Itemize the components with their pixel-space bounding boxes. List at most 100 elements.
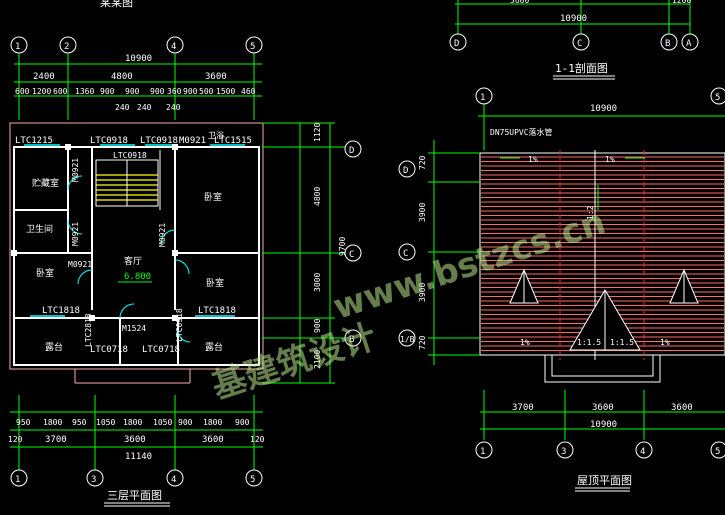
dim-text: 3700 — [45, 435, 67, 445]
axis-label: 5 — [715, 93, 720, 103]
dim-text: 10900 — [590, 104, 617, 114]
axis-label: 1 — [480, 93, 485, 103]
dim-text: 2400 — [33, 72, 55, 82]
axis-label: 5 — [715, 447, 720, 457]
window-label: LTC1515 — [214, 136, 252, 146]
axis-label: D — [403, 166, 408, 176]
axis-label: 4 — [171, 475, 176, 485]
roof-title: 屋顶平面图 — [577, 474, 632, 487]
dim-text: 3600 — [510, 0, 529, 5]
window-label: LTC0918 — [113, 151, 147, 160]
dim-text: 1360 — [75, 87, 94, 96]
plan-top-title: 某某图 — [100, 0, 133, 9]
slope-label: 1% — [528, 155, 538, 164]
dim-text: 1800 — [123, 418, 142, 427]
dim-text: 3600 — [124, 435, 146, 445]
dim-text: 3900 — [418, 203, 427, 222]
slope-label: 1% — [520, 338, 530, 347]
dim-text: 1500 — [216, 87, 235, 96]
dim-text: 1800 — [43, 418, 62, 427]
dim-text: 460 — [241, 87, 256, 96]
dim-text: 600 — [15, 87, 30, 96]
room-label: 卧室 — [206, 277, 224, 289]
dim-text: 1050 — [153, 418, 172, 427]
axis-label: C — [403, 249, 408, 259]
dim-text: 500 — [199, 87, 214, 96]
dim-text: 120 — [250, 435, 265, 444]
window-label: LTC1215 — [15, 136, 53, 146]
dim-text: 950 — [16, 418, 31, 427]
dim-text: 3600 — [202, 435, 224, 445]
room-label: 客厅 — [124, 255, 142, 267]
dim-text: 3700 — [512, 403, 534, 413]
dim-text: 900 — [183, 87, 198, 96]
watermark-text: 基建筑设计 — [207, 317, 381, 408]
axis-label: 2 — [64, 42, 69, 52]
slope-label: 1% — [605, 155, 615, 164]
axis-label: 1/B — [400, 335, 415, 344]
dim-text: 240 — [166, 103, 181, 112]
roof-plan: 3600 1200 10900 D C B A 1-1剖面图 1 5 10900… — [398, 0, 725, 492]
dim-text: 900 — [178, 418, 193, 427]
window-label: LTC0718 — [142, 345, 180, 355]
dim-text: 900 — [100, 87, 115, 96]
window-label: LTC1818 — [42, 306, 80, 316]
axis-label: 3 — [561, 447, 566, 457]
door-label: M0921 — [68, 260, 92, 269]
window-label: LTC0918 — [140, 136, 178, 146]
dim-text: 600 — [53, 87, 68, 96]
axis-label: C — [577, 39, 582, 49]
dim-text: 3600 — [592, 403, 614, 413]
pipe-label: DN75UPVC落水管 — [490, 127, 553, 137]
dim-text: 120 — [8, 435, 23, 444]
dim-text: 1200 — [32, 87, 51, 96]
dim-text: 3600 — [205, 72, 227, 82]
room-label: 露台 — [45, 341, 63, 353]
dim-text: 900 — [150, 87, 165, 96]
door-label: M0921 — [71, 158, 80, 182]
door-label: M0921 — [179, 136, 206, 146]
window-label: LTC0718 — [90, 345, 128, 355]
axis-label: 4 — [171, 42, 176, 52]
window-label: LTC1818 — [198, 306, 236, 316]
room-label: 卫浴 — [208, 130, 224, 140]
axis-label: D — [454, 39, 459, 49]
dim-text: 950 — [72, 418, 87, 427]
dim-text: 3900 — [418, 283, 427, 302]
dim-text: 1200 — [672, 0, 691, 5]
floor-plan: 某某图 1 2 4 5 10900 2400 4800 3600 600 120… — [8, 0, 362, 507]
axis-label: D — [349, 146, 354, 156]
room-label: 贮藏室 — [32, 177, 59, 189]
dim-text: 3600 — [671, 403, 693, 413]
dim-text: 240 — [115, 103, 130, 112]
dim-text: 720 — [418, 155, 427, 170]
room-label: 卧室 — [204, 191, 222, 203]
dim-text: 10900 — [590, 420, 617, 430]
axis-label: 3 — [91, 475, 96, 485]
axis-label: 1 — [480, 447, 485, 457]
dim-text: 900 — [313, 318, 322, 333]
axis-label: 1 — [15, 42, 20, 52]
dim-text: 9700 — [338, 237, 347, 256]
slope-label: 1:2 — [586, 205, 595, 220]
dim-text: 240 — [137, 103, 152, 112]
slope-label: 1% — [660, 338, 670, 347]
dim-text: 2100 — [313, 350, 322, 369]
window-label: LTC0918 — [175, 308, 184, 342]
axis-label: 5 — [250, 42, 255, 52]
dim-text: 1120 — [313, 123, 322, 142]
dim-text: 10900 — [560, 14, 587, 24]
dim-text: 4800 — [111, 72, 133, 82]
dim-text: 360 — [167, 87, 182, 96]
axis-label: A — [686, 39, 692, 49]
level-mark: 6.800 — [124, 272, 151, 282]
dim-text: 900 — [125, 87, 140, 96]
room-label: 卧室 — [36, 267, 54, 279]
dim-text: 3000 — [313, 273, 322, 292]
dim-text: 720 — [418, 335, 427, 350]
axis-label: 4 — [640, 447, 645, 457]
door-label: M0921 — [158, 223, 167, 247]
axis-label: B — [665, 39, 670, 49]
